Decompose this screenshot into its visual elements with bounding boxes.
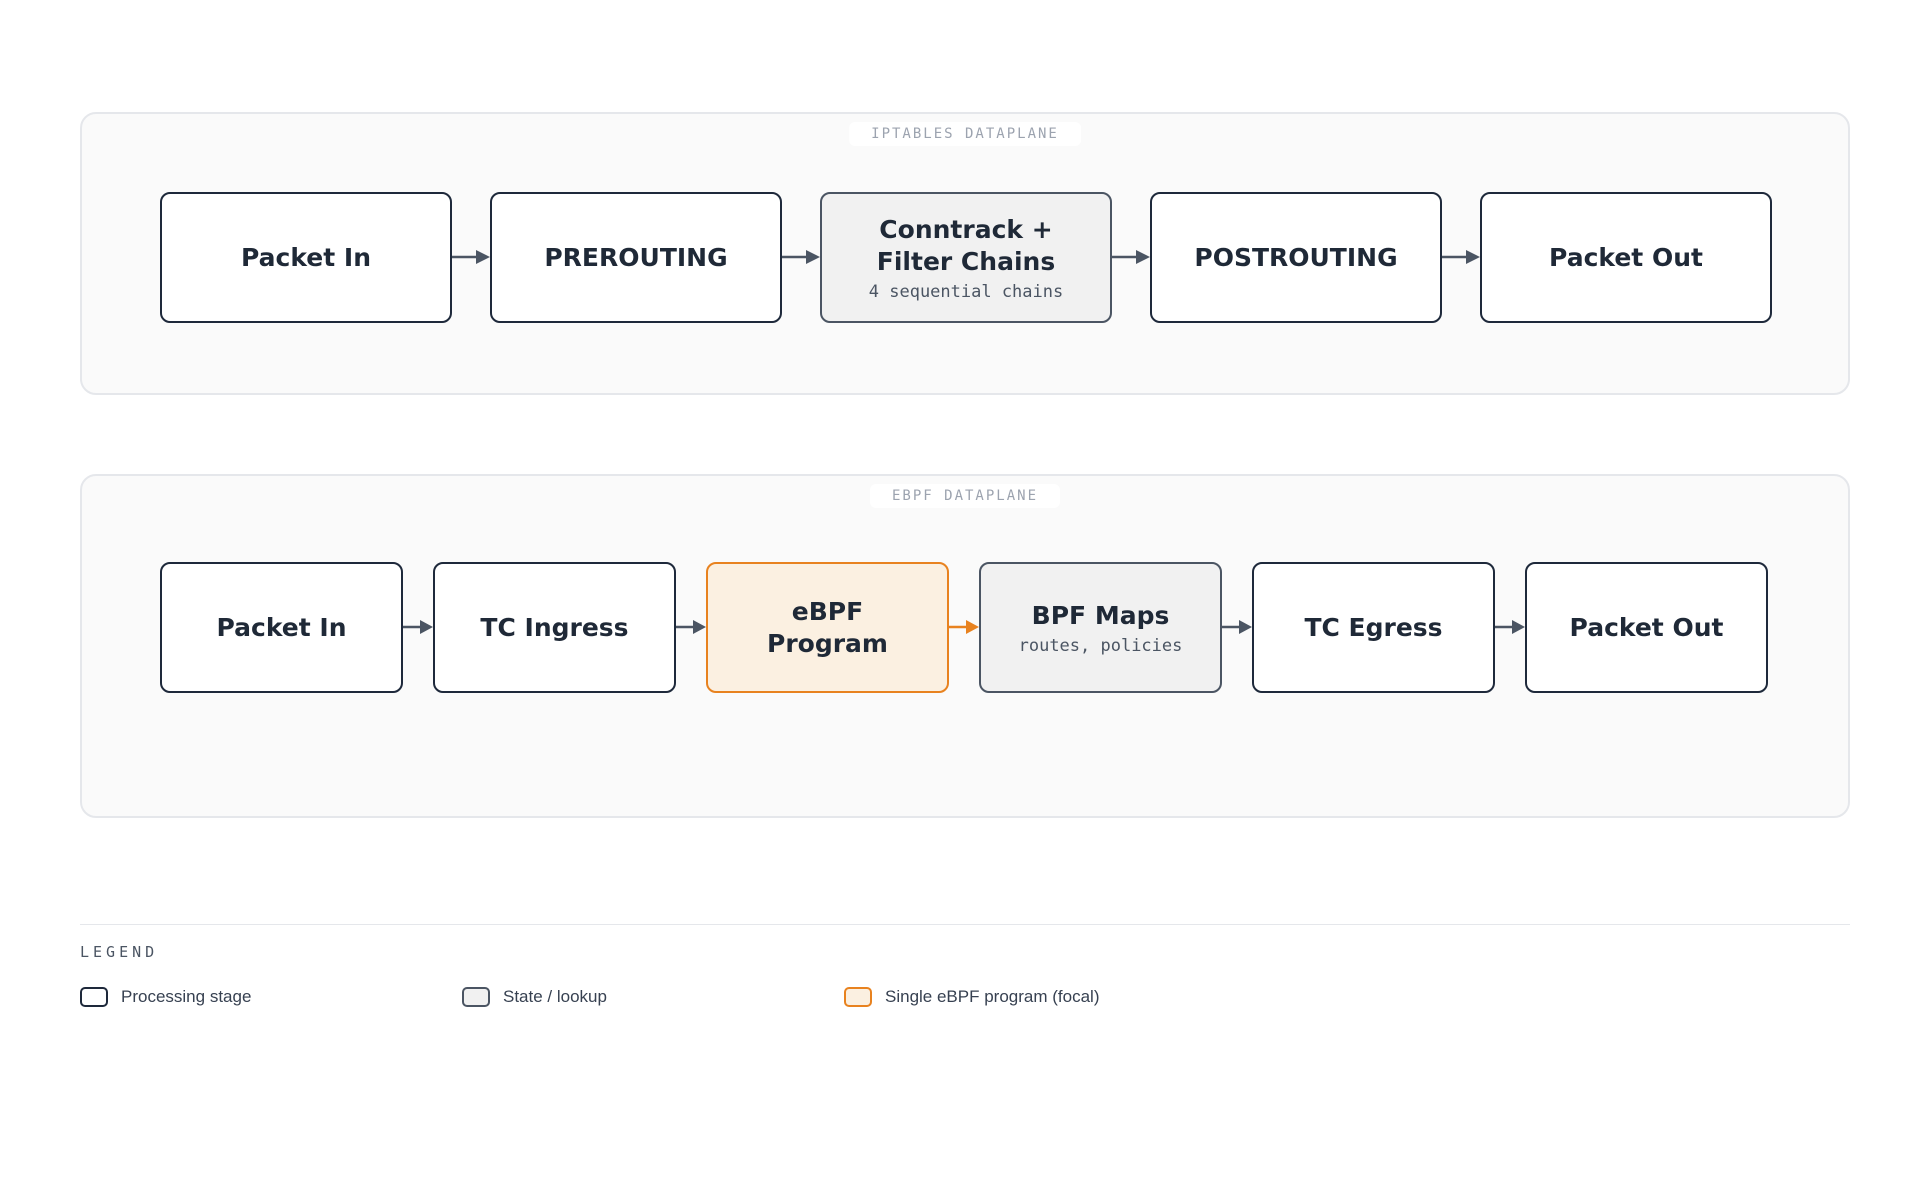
legend-swatch-state — [462, 987, 490, 1007]
iptables-packet-in: Packet In — [160, 192, 452, 323]
legend-item-processing-stage: Processing stage — [80, 987, 251, 1007]
iptables-prerouting: PREROUTING — [490, 192, 782, 323]
stage-label: TC Ingress — [480, 612, 629, 642]
stage-label: BPF Maps — [1031, 600, 1170, 630]
stage-sublabel: 4 sequential chains — [868, 281, 1064, 302]
legend-title: LEGEND — [80, 943, 159, 961]
ebpf-tc-ingress: TC Ingress — [433, 562, 676, 693]
legend-label: Processing stage — [121, 987, 252, 1006]
stage-label: eBPF Program — [767, 596, 888, 658]
ebpf-bpf-maps: BPF Maps routes, policies — [979, 562, 1222, 693]
iptables-arrow-4 — [1442, 250, 1480, 264]
legend-swatch-stage — [80, 987, 108, 1007]
ebpf-arrow-2 — [676, 620, 706, 634]
ebpf-focal-arrow — [949, 620, 979, 634]
ebpf-arrow-4 — [1222, 620, 1252, 634]
legend-swatch-focal — [844, 987, 872, 1007]
iptables-conntrack-filter-chains: Conntrack + Filter Chains 4 sequential c… — [820, 192, 1112, 323]
legend-divider — [80, 924, 1850, 925]
iptables-arrow-2 — [782, 250, 820, 264]
iptables-postrouting: POSTROUTING — [1150, 192, 1442, 323]
legend-item-focal: Single eBPF program (focal) — [844, 987, 1099, 1007]
stage-label: TC Egress — [1304, 612, 1443, 642]
ebpf-program: eBPF Program — [706, 562, 949, 693]
iptables-panel-title: IPTABLES DATAPLANE — [849, 122, 1081, 146]
ebpf-panel-title: EBPF DATAPLANE — [869, 484, 1061, 508]
stage-label: Packet Out — [1549, 242, 1703, 272]
stage-label: Packet In — [240, 242, 371, 272]
iptables-arrow-3 — [1112, 250, 1150, 264]
ebpf-packet-out: Packet Out — [1525, 562, 1768, 693]
stage-label: POSTROUTING — [1194, 242, 1398, 272]
legend-label: Single eBPF program (focal) — [885, 987, 1100, 1006]
iptables-arrow-1 — [452, 250, 490, 264]
stage-label: Packet In — [216, 612, 347, 642]
legend-label: State / lookup — [503, 987, 607, 1006]
ebpf-packet-in: Packet In — [160, 562, 403, 693]
stage-label: PREROUTING — [544, 242, 728, 272]
stage-label: Conntrack + Filter Chains — [876, 214, 1056, 276]
legend-item-state-lookup: State / lookup — [462, 987, 607, 1007]
ebpf-arrow-1 — [403, 620, 433, 634]
stage-label: Packet Out — [1569, 612, 1724, 642]
ebpf-tc-egress: TC Egress — [1252, 562, 1495, 693]
stage-sublabel: routes, policies — [1018, 635, 1183, 656]
iptables-packet-out: Packet Out — [1480, 192, 1772, 323]
ebpf-arrow-5 — [1495, 620, 1525, 634]
